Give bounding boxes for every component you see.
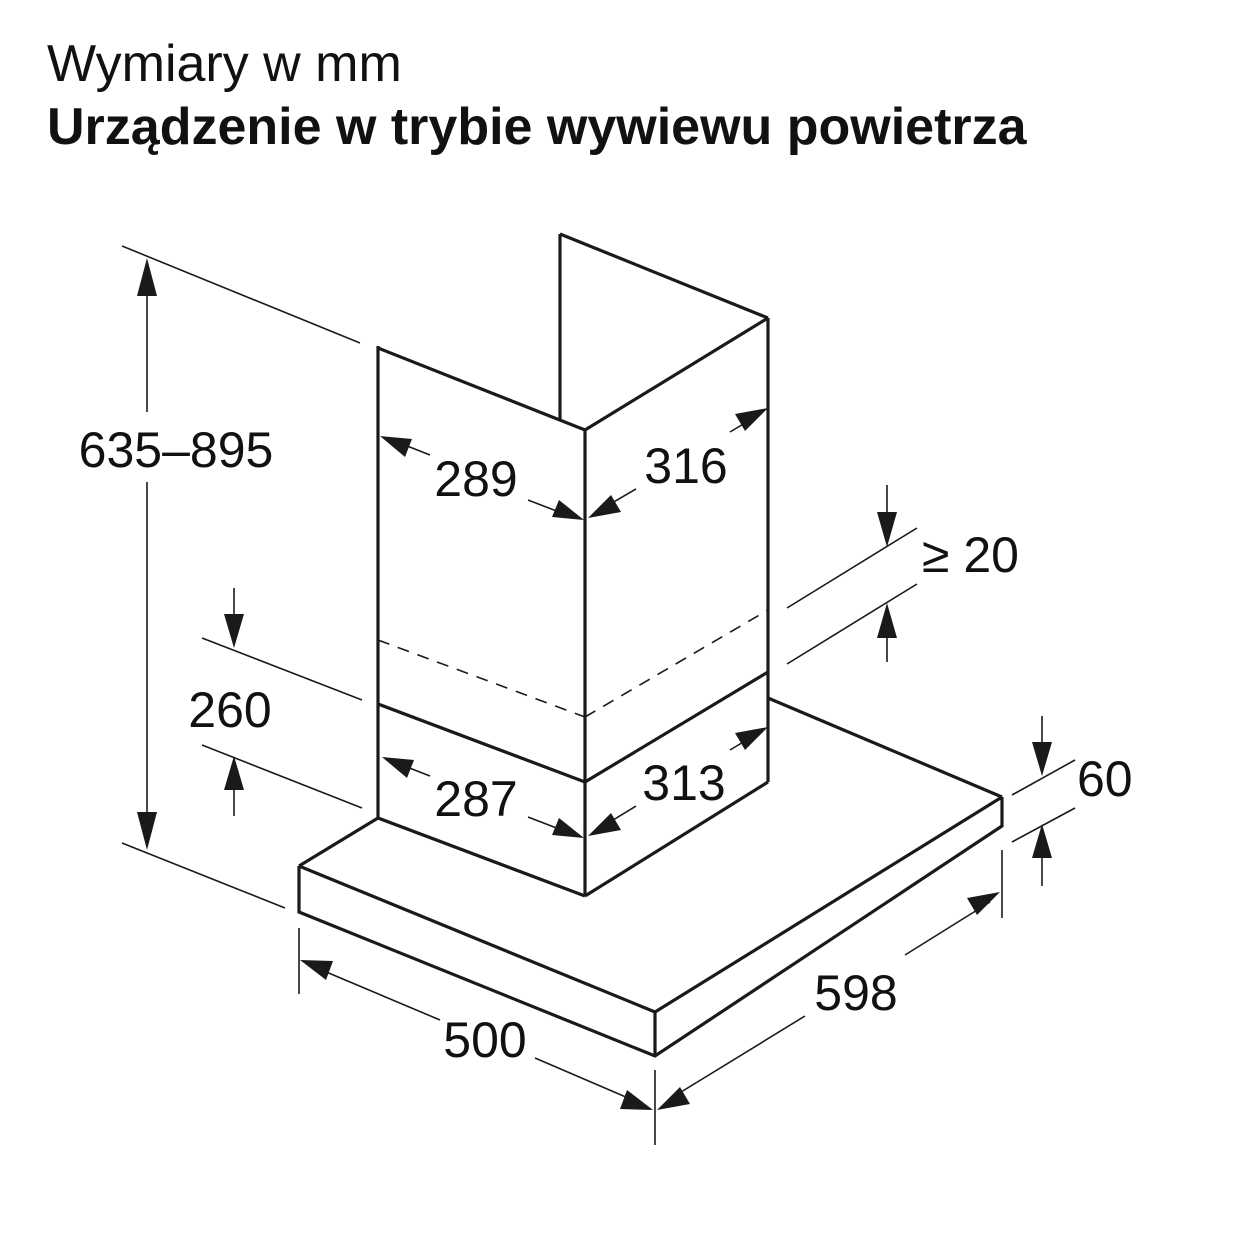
canopy-width-label: 598 bbox=[814, 965, 897, 1021]
upper-width-dimension bbox=[380, 436, 584, 520]
lower-depth-label: 313 bbox=[642, 755, 725, 811]
upper-depth-dimension bbox=[588, 408, 768, 518]
total-height-label: 635–895 bbox=[79, 422, 274, 478]
lower-width-dimension bbox=[382, 757, 584, 838]
upper-chimney-outline bbox=[376, 232, 770, 782]
lower-depth-dimension bbox=[588, 727, 768, 836]
overlap-label: ≥ 20 bbox=[922, 527, 1019, 583]
total-height-dimension bbox=[121, 245, 361, 909]
canopy-depth-label: 500 bbox=[443, 1012, 526, 1068]
overlap-hidden-line bbox=[377, 609, 769, 718]
lower-height-dimension bbox=[201, 588, 363, 816]
overlap-dimension bbox=[786, 485, 918, 665]
diagram-subtitle: Urządzenie w trybie wywiewu powietrza bbox=[47, 98, 1027, 156]
canopy-depth-dimension bbox=[298, 928, 656, 1145]
canopy-height-label: 60 bbox=[1077, 751, 1133, 807]
canopy-outline bbox=[297, 696, 1004, 1058]
upper-width-label: 289 bbox=[434, 451, 517, 507]
lower-width-label: 287 bbox=[434, 771, 517, 827]
canopy-width-dimension bbox=[657, 850, 1003, 1110]
upper-depth-label: 316 bbox=[644, 438, 727, 494]
canopy-height-dimension bbox=[1011, 716, 1076, 886]
diagram-title: Wymiary w mm bbox=[47, 35, 402, 93]
lower-height-label: 260 bbox=[188, 682, 271, 738]
